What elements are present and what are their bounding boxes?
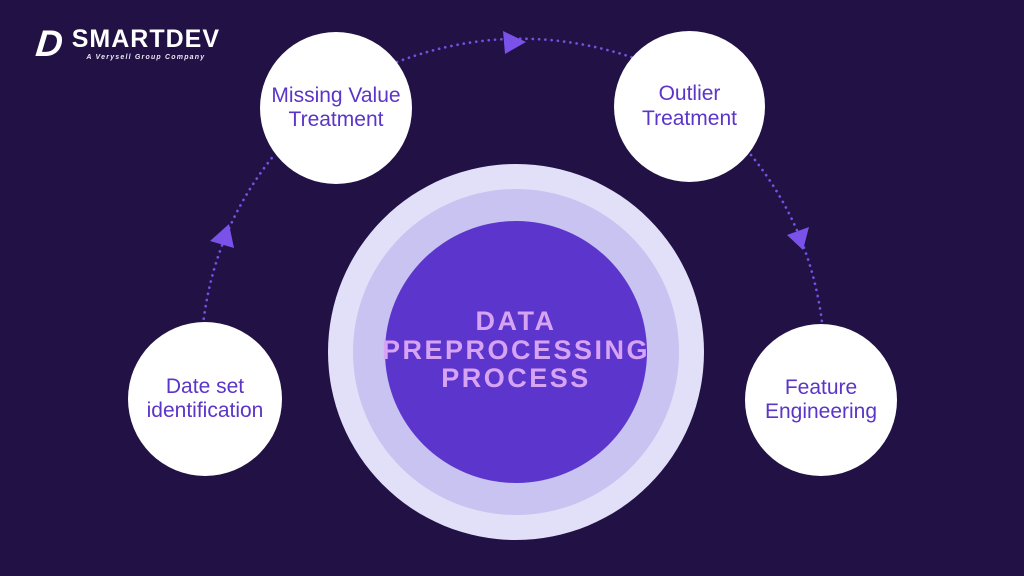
node-label: Date set identification <box>146 374 264 422</box>
node-outlier-treatment: Outlier Treatment <box>614 31 765 182</box>
logo-tagline: A Verysell Group Company <box>86 54 206 61</box>
node-feature-engineering: Feature Engineering <box>745 324 897 476</box>
arrow-right-icon <box>503 31 526 54</box>
arrow-up-icon <box>210 224 234 248</box>
dotted-arc-top <box>395 37 639 64</box>
logo-text: SMARTDEV A Verysell Group Company <box>71 25 221 62</box>
node-label: Feature Engineering <box>764 375 878 423</box>
node-missing-value-treatment: Missing Value Treatment <box>260 32 412 184</box>
node-label: Missing Value Treatment <box>271 83 401 131</box>
node-label: Outlier Treatment <box>642 82 737 130</box>
arrow-down-icon <box>787 227 809 250</box>
center-circle: DATA PREPROCESSING PROCESS <box>381 221 651 483</box>
dotted-arc-right <box>749 153 824 324</box>
smartdev-logo: D SMARTDEV A Verysell Group Company <box>33 23 221 64</box>
node-dataset-identification: Date set identification <box>128 322 282 476</box>
logo-company-name: SMARTDEV <box>71 25 221 53</box>
center-title: DATA PREPROCESSING PROCESS <box>381 306 651 394</box>
smartdev-d-icon: D <box>33 23 65 64</box>
